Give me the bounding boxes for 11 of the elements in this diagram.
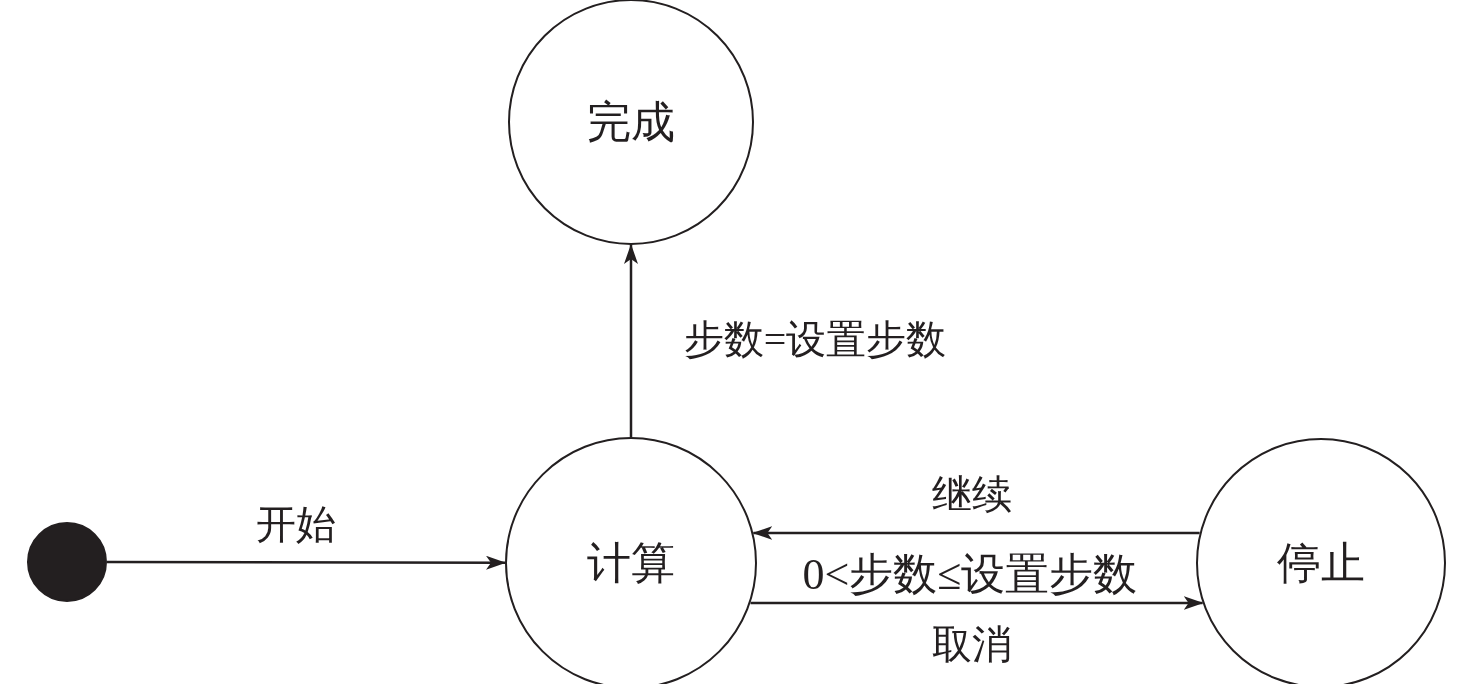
arrow: [752, 526, 1200, 540]
edge-label: 步数=设置步数: [683, 318, 947, 362]
arrow: [624, 244, 638, 437]
state-circle: 计算: [505, 437, 757, 684]
arrow: [750, 596, 1204, 610]
edge-label: 继续: [932, 473, 1012, 517]
state-circle: 完成: [508, 0, 754, 245]
edge-label: 开始: [256, 503, 336, 547]
condition-label: 0<步数≤设置步数: [802, 550, 1138, 600]
state-circle: 停止: [1196, 438, 1446, 684]
arrow: [107, 555, 506, 570]
